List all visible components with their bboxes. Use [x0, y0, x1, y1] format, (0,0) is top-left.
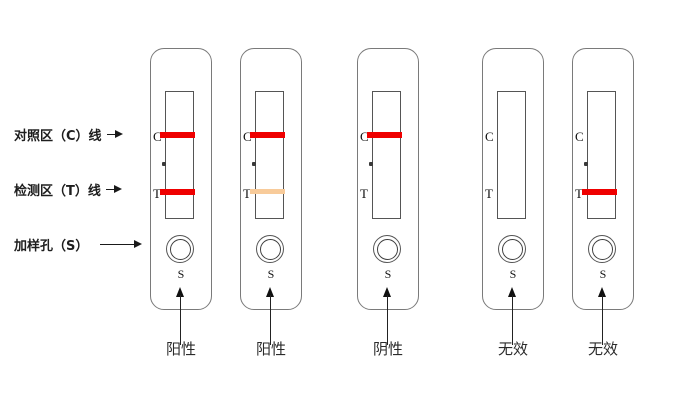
control-letter: C: [575, 129, 584, 144]
sample-letter: S: [509, 267, 517, 281]
annotation-control-line: 对照区（C）线: [14, 125, 123, 144]
up-arrow-icon: [507, 287, 516, 345]
control-line-band-1: [160, 132, 195, 138]
control-letter: C: [153, 129, 162, 144]
midpoint-tick-icon: [584, 162, 588, 166]
test-cassette-3: C T S: [357, 48, 419, 345]
test-line-band-2: [250, 189, 285, 194]
control-line-band-4: [492, 132, 527, 138]
control-line-band-2: [250, 132, 285, 138]
annotation-test-line: 检测区（T）线: [14, 180, 122, 199]
test-cassette-4: C T S: [482, 48, 544, 345]
caption-2: 阳性: [255, 340, 286, 358]
control-letter: C: [360, 129, 369, 144]
midpoint-tick-icon: [252, 162, 256, 166]
right-arrow-icon: [106, 130, 123, 138]
long-right-arrow-icon: [100, 240, 144, 248]
test-letter: T: [360, 186, 368, 201]
test-line-band-3: [367, 189, 402, 195]
control-line-band-5: [582, 132, 617, 138]
result-window-2: C T: [243, 91, 285, 219]
test-letter: T: [575, 186, 583, 201]
caption-5: 无效: [587, 340, 618, 358]
up-arrow-icon: [382, 287, 391, 345]
test-cassette-5: C T S: [572, 48, 634, 345]
annotation-sample-well: 加样孔（S）: [14, 235, 144, 254]
right-arrow-icon: [105, 185, 122, 193]
test-cassette-1: C T S: [150, 48, 212, 345]
sample-letter: S: [177, 267, 185, 281]
result-window-4: C T: [485, 91, 526, 219]
up-arrow-icon: [265, 287, 274, 345]
test-letter: T: [485, 186, 493, 201]
result-window-1: C T: [153, 91, 195, 219]
up-arrow-icon: [175, 287, 184, 345]
test-letter: T: [243, 186, 251, 201]
control-line-band-3: [367, 132, 402, 138]
annotation-control-line-label: 对照区（C）线: [14, 129, 102, 144]
sample-well-5: [588, 235, 616, 263]
sample-letter: S: [267, 267, 275, 281]
caption-4: 无效: [497, 340, 528, 358]
sample-letter: S: [384, 267, 392, 281]
control-letter: C: [243, 129, 252, 144]
control-letter: C: [485, 129, 494, 144]
result-window-3: C T: [360, 91, 402, 219]
test-line-band-4: [492, 189, 527, 195]
result-window-5: C T: [575, 91, 617, 219]
test-line-band-1: [160, 189, 195, 195]
test-letter: T: [153, 186, 161, 201]
sample-well-3: [373, 235, 401, 263]
up-arrow-icon: [597, 287, 606, 345]
test-line-band-5: [582, 189, 617, 195]
sample-letter: S: [599, 267, 607, 281]
sample-well-2: [256, 235, 284, 263]
annotation-test-line-label: 检测区（T）线: [14, 184, 101, 199]
midpoint-tick-icon: [369, 162, 373, 166]
annotation-sample-well-label: 加样孔（S）: [14, 239, 89, 254]
test-cassette-2: C T S: [240, 48, 302, 345]
caption-1: 阳性: [165, 340, 196, 358]
sample-well-4: [498, 235, 526, 263]
caption-3: 阴性: [372, 340, 403, 358]
sample-well-1: [166, 235, 194, 263]
midpoint-tick-icon: [162, 162, 166, 166]
